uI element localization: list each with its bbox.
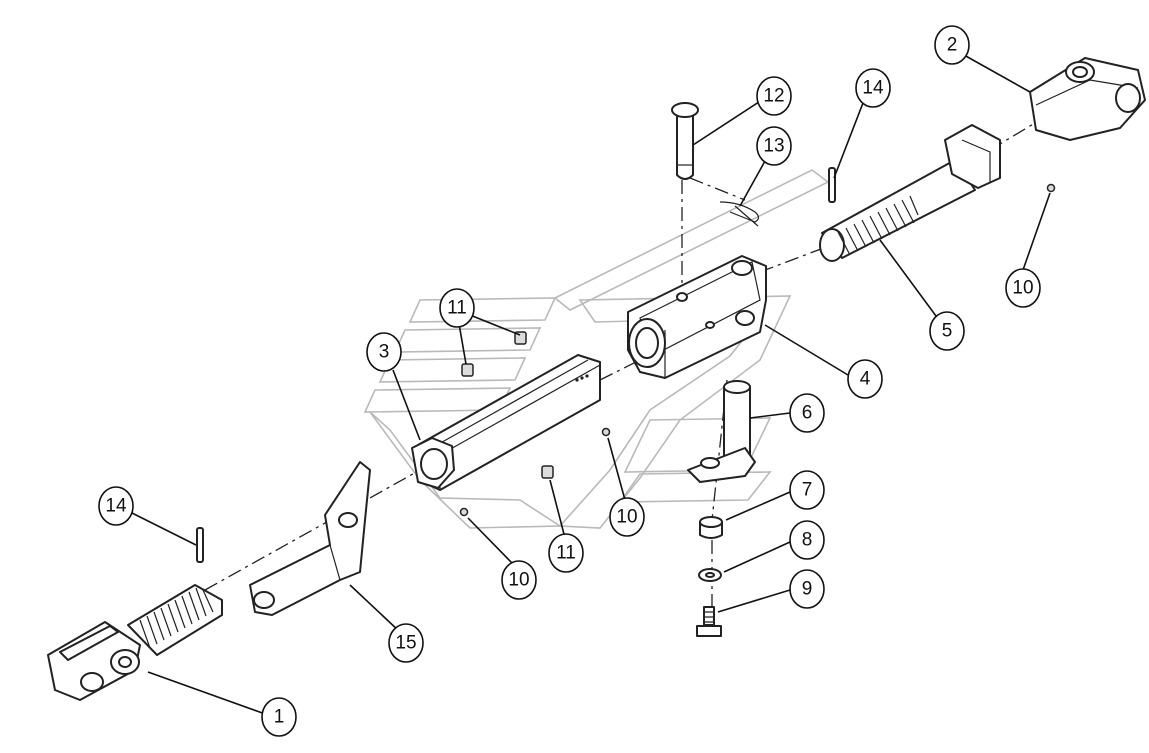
svg-text:7: 7 bbox=[802, 480, 813, 501]
part-13-hair-pin bbox=[719, 201, 760, 227]
svg-text:14: 14 bbox=[105, 496, 127, 517]
part-10-grease-fittings bbox=[459, 183, 1056, 517]
svg-text:9: 9 bbox=[802, 579, 813, 600]
svg-text:1: 1 bbox=[274, 707, 285, 728]
callout-10c: 10 bbox=[1005, 268, 1041, 308]
svg-text:8: 8 bbox=[802, 530, 813, 551]
svg-text:10: 10 bbox=[616, 507, 637, 528]
part-11-set-screws bbox=[461, 331, 554, 479]
svg-text:2: 2 bbox=[947, 35, 958, 56]
svg-text:10: 10 bbox=[508, 570, 529, 591]
callout-5: 5 bbox=[929, 311, 965, 351]
part-8-washer bbox=[698, 568, 722, 582]
part-15-bracket bbox=[249, 461, 371, 616]
svg-text:12: 12 bbox=[763, 86, 784, 107]
callout-11a: 11 bbox=[439, 288, 475, 328]
callout-6: 6 bbox=[789, 393, 825, 433]
callout-13: 13 bbox=[756, 126, 792, 166]
part-14-roll-pin-right bbox=[828, 167, 836, 203]
part-9-bolt bbox=[696, 606, 722, 637]
callout-9: 9 bbox=[789, 569, 825, 609]
part-12-clevis-pin bbox=[671, 102, 699, 180]
callout-1: 1 bbox=[261, 697, 297, 737]
part-7-spacer bbox=[699, 516, 723, 539]
callout-8: 8 bbox=[789, 520, 825, 560]
callout-10a: 10 bbox=[501, 560, 537, 600]
callout-2: 2 bbox=[934, 25, 970, 65]
part-2-clevis-end bbox=[1029, 57, 1146, 141]
svg-text:11: 11 bbox=[447, 298, 467, 319]
part-6-tab-pin bbox=[687, 380, 756, 483]
part-1-threaded-clevis bbox=[47, 584, 223, 701]
svg-text:3: 3 bbox=[379, 342, 390, 363]
svg-text:5: 5 bbox=[942, 321, 953, 342]
svg-text:10: 10 bbox=[1012, 278, 1033, 299]
part-4-clevis-block bbox=[627, 255, 767, 379]
callout-10b: 10 bbox=[609, 497, 645, 537]
part-3-hex-tube bbox=[411, 354, 601, 491]
svg-text:11: 11 bbox=[556, 543, 576, 564]
callout-11b: 11 bbox=[548, 533, 584, 573]
callout-7: 7 bbox=[789, 470, 825, 510]
svg-text:15: 15 bbox=[395, 633, 416, 654]
svg-text:13: 13 bbox=[763, 136, 784, 157]
part-14-roll-pin-left bbox=[196, 527, 204, 563]
callout-12: 12 bbox=[756, 76, 792, 116]
callout-15: 15 bbox=[388, 623, 424, 663]
svg-text:4: 4 bbox=[860, 369, 871, 390]
callout-3: 3 bbox=[366, 332, 402, 372]
callout-balloons: 1 2 3 4 5 6 7 8 9 10 10 10 11 11 12 13 1… bbox=[98, 25, 1041, 737]
callout-4: 4 bbox=[847, 359, 883, 399]
part-5-threaded-rod bbox=[819, 124, 1001, 262]
svg-text:14: 14 bbox=[862, 78, 884, 99]
leader-lines bbox=[129, 54, 1051, 716]
svg-text:6: 6 bbox=[802, 403, 813, 424]
callout-14b: 14 bbox=[855, 68, 891, 108]
callout-14a: 14 bbox=[98, 486, 134, 526]
